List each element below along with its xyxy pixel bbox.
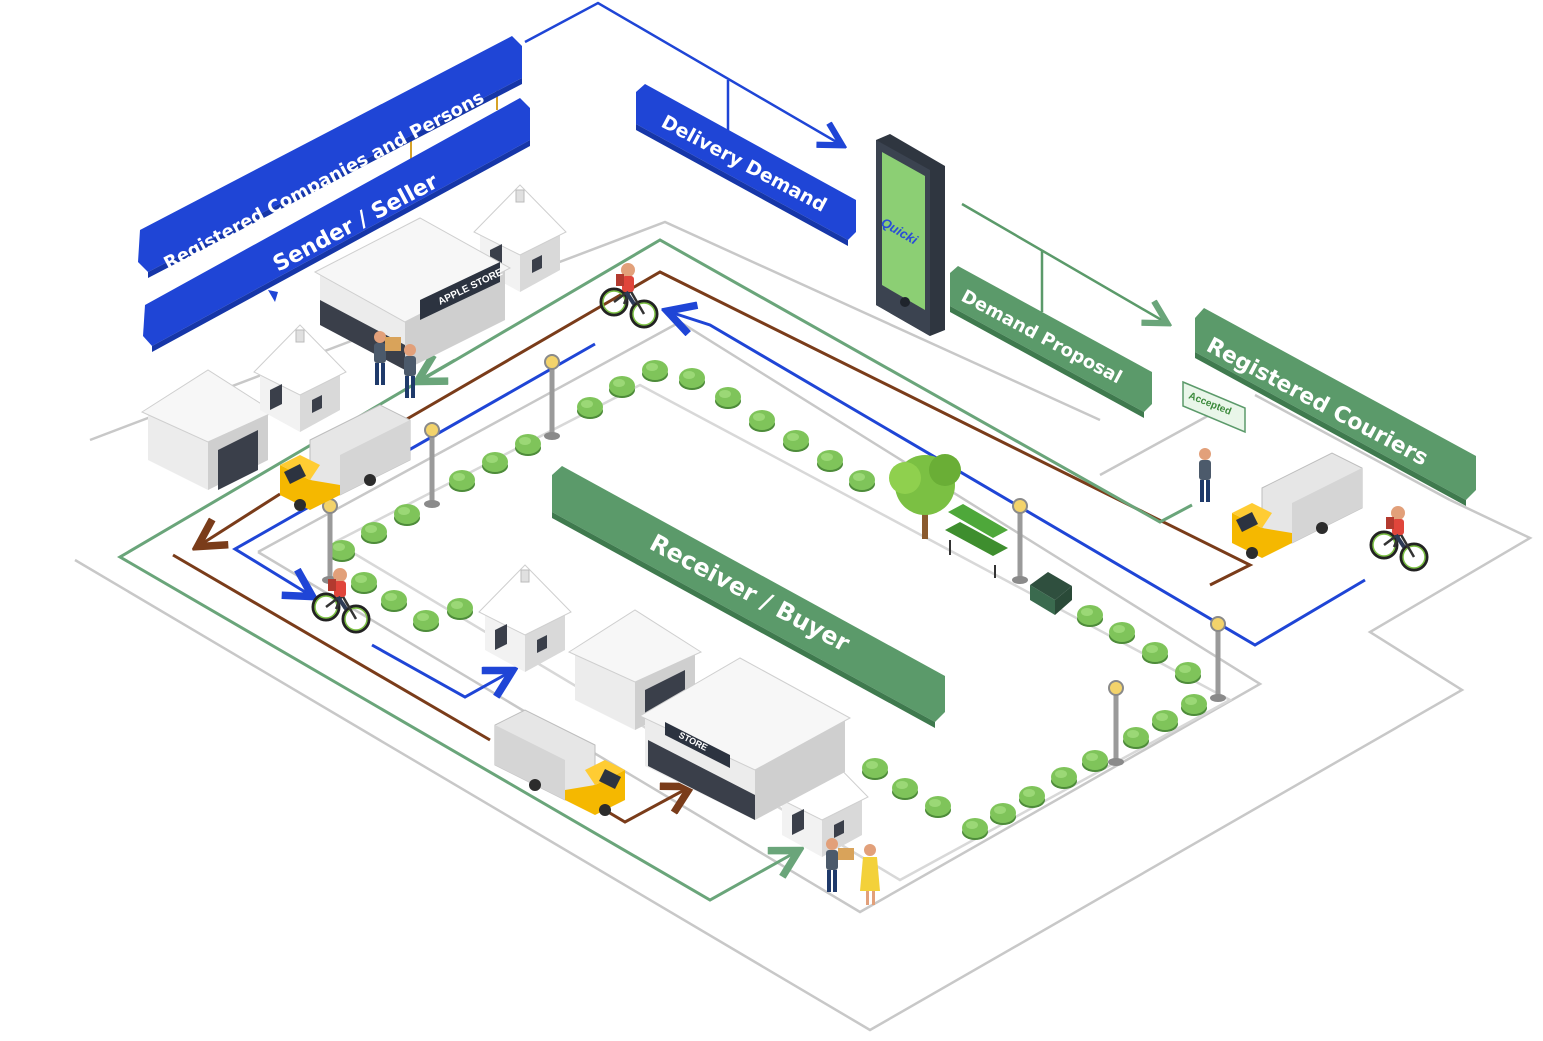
route-green [117, 238, 1193, 902]
truck-icon [1231, 452, 1363, 560]
truck-icon [494, 709, 626, 817]
garage-icon [141, 369, 275, 491]
bicycle-courier-icon [599, 261, 659, 329]
package-icon [385, 337, 401, 351]
person-icon [1199, 448, 1211, 502]
store-icon: APPLE STORE [313, 217, 512, 370]
person-icon [374, 331, 386, 385]
street-lamp-icon [1107, 680, 1125, 767]
bench-icon [945, 504, 1008, 578]
house-icon [478, 564, 572, 673]
label-delivery-demand: Delivery Demand [636, 84, 856, 246]
person-icon [860, 844, 880, 905]
label-demand-proposal: Demand Proposal [950, 266, 1152, 418]
package-icon [838, 848, 854, 860]
tree-icon [889, 454, 961, 539]
person-icon [404, 344, 416, 398]
bicycle-courier-icon [1369, 504, 1429, 572]
store-icon: STORE [638, 657, 852, 820]
smartphone-icon: Quicki [876, 134, 945, 336]
svg-text:Delivery Demand: Delivery Demand [658, 111, 831, 217]
route-brown [172, 270, 1254, 824]
person-icon [826, 838, 838, 892]
route-blue [232, 312, 1366, 697]
dumpster-icon [1030, 572, 1072, 615]
svg-text:Registered Couriers: Registered Couriers [1202, 333, 1432, 471]
